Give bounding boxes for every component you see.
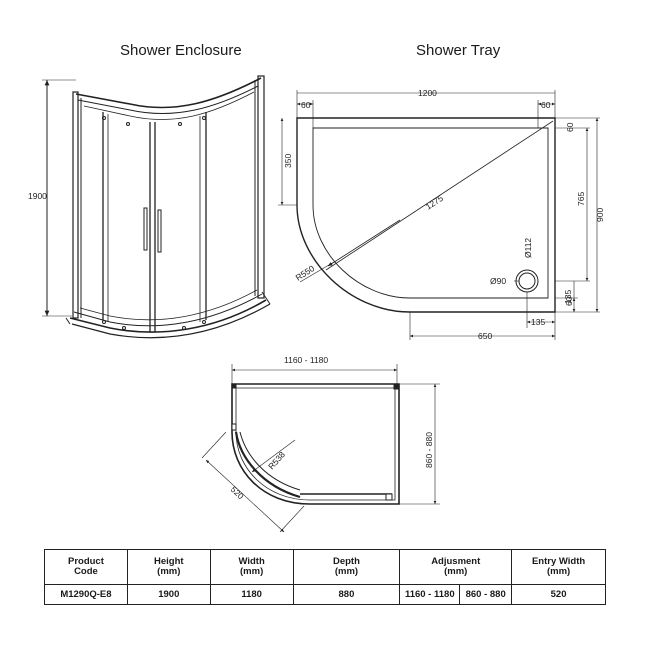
header-product-code: Product Code bbox=[44, 549, 128, 585]
tray-left-margin-label: 60 bbox=[301, 100, 311, 110]
tray-right-margin-label: 60 bbox=[541, 100, 551, 110]
plan-width-label: 1160 - 1180 bbox=[284, 355, 328, 365]
right-door-handle bbox=[157, 209, 162, 253]
value-adjust-depth: 860 - 880 bbox=[459, 584, 513, 605]
waste-inner bbox=[518, 272, 536, 290]
tray-waste-offset-x-label: 135 bbox=[531, 317, 545, 327]
header-adjustment: Adjusment (mm) bbox=[399, 549, 513, 585]
enclosure-drawing bbox=[42, 75, 271, 339]
tray-waste-offset-y-label: 135 bbox=[563, 290, 573, 304]
value-product-code: M1290Q-E8 bbox=[44, 584, 128, 605]
plan-entry-label: 520 bbox=[229, 484, 246, 501]
tray-total-depth-label: 900 bbox=[595, 208, 605, 222]
header-entry-width: Entry Width (mm) bbox=[511, 549, 606, 585]
enclosure-title: Shower Enclosure bbox=[120, 42, 242, 59]
tray-right-top-label: 60 bbox=[565, 122, 575, 132]
tray-width-label: 1200 bbox=[418, 88, 437, 98]
spec-table: Product Code Height (mm) Width (mm) Dept… bbox=[44, 549, 606, 605]
value-width: 1180 bbox=[209, 584, 294, 605]
value-depth: 880 bbox=[292, 584, 401, 605]
left-door-handle bbox=[143, 207, 148, 251]
tray-inner-depth-label: 765 bbox=[576, 192, 586, 206]
plan-depth-label: 860 - 880 bbox=[424, 432, 434, 468]
plan-drawing bbox=[201, 364, 440, 533]
spec-header-row: Product Code Height (mm) Width (mm) Dept… bbox=[44, 549, 606, 585]
tray-waste-outer-label: Ø112 bbox=[523, 238, 533, 258]
value-entry-width: 520 bbox=[511, 584, 606, 605]
tray-bottom-margin-visible: 60 bbox=[564, 296, 574, 306]
plan-outline bbox=[231, 383, 400, 505]
tray-drawing bbox=[278, 90, 600, 340]
tray-inner-outline bbox=[312, 127, 549, 299]
tray-diagonal-label: 1275 bbox=[424, 193, 446, 212]
header-depth: Depth (mm) bbox=[292, 549, 401, 585]
header-width: Width (mm) bbox=[209, 549, 294, 585]
tray-left-offset-label: 350 bbox=[283, 154, 293, 168]
tray-diagonal bbox=[325, 120, 554, 271]
tray-title: Shower Tray bbox=[416, 42, 501, 59]
plan-radius-label: R538 bbox=[266, 449, 287, 471]
header-height: Height (mm) bbox=[126, 549, 211, 585]
tray-waste-inner-label: Ø90 bbox=[490, 276, 506, 286]
value-adjust-width: 1160 - 1180 bbox=[399, 584, 461, 605]
value-height: 1900 bbox=[126, 584, 211, 605]
tray-bottom-width-label: 650 bbox=[478, 331, 492, 341]
spec-value-row: M1290Q-E8 1900 1180 880 1160 - 1180 860 … bbox=[44, 584, 606, 605]
tray-outline bbox=[296, 117, 556, 313]
enclosure-height-label: 1900 bbox=[28, 191, 47, 201]
tray-radius-label: R550 bbox=[294, 263, 317, 283]
